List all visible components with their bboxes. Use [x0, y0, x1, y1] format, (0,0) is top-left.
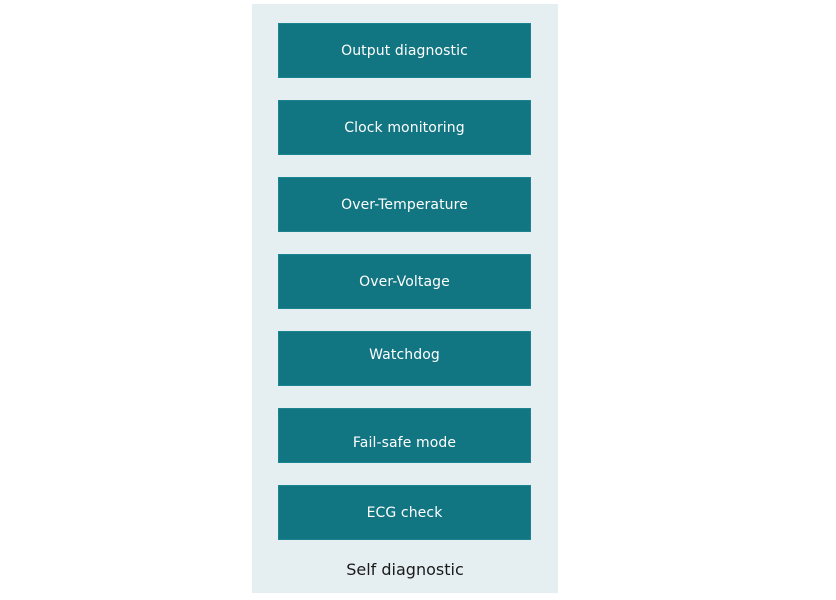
self-diagnostic-panel: Output diagnostic Clock monitoring Over-…	[252, 4, 558, 593]
block-label: Clock monitoring	[344, 119, 465, 136]
block-output-diagnostic: Output diagnostic	[278, 23, 531, 78]
block-ecg-check: ECG check	[278, 485, 531, 540]
block-label: ECG check	[366, 504, 443, 521]
block-label: Watchdog	[369, 347, 440, 363]
block-label: Over-Temperature	[341, 196, 468, 213]
block-fail-safe-mode: Fail-safe mode	[278, 408, 531, 463]
block-over-voltage: Over-Voltage	[278, 254, 531, 309]
block-label: Fail-safe mode	[352, 435, 457, 451]
panel-title: Self diagnostic	[346, 560, 464, 579]
block-label: Over-Voltage	[359, 273, 450, 290]
block-label: Output diagnostic	[341, 42, 468, 59]
block-over-temperature: Over-Temperature	[278, 177, 531, 232]
block-clock-monitoring: Clock monitoring	[278, 100, 531, 155]
block-watchdog: Watchdog	[278, 331, 531, 386]
